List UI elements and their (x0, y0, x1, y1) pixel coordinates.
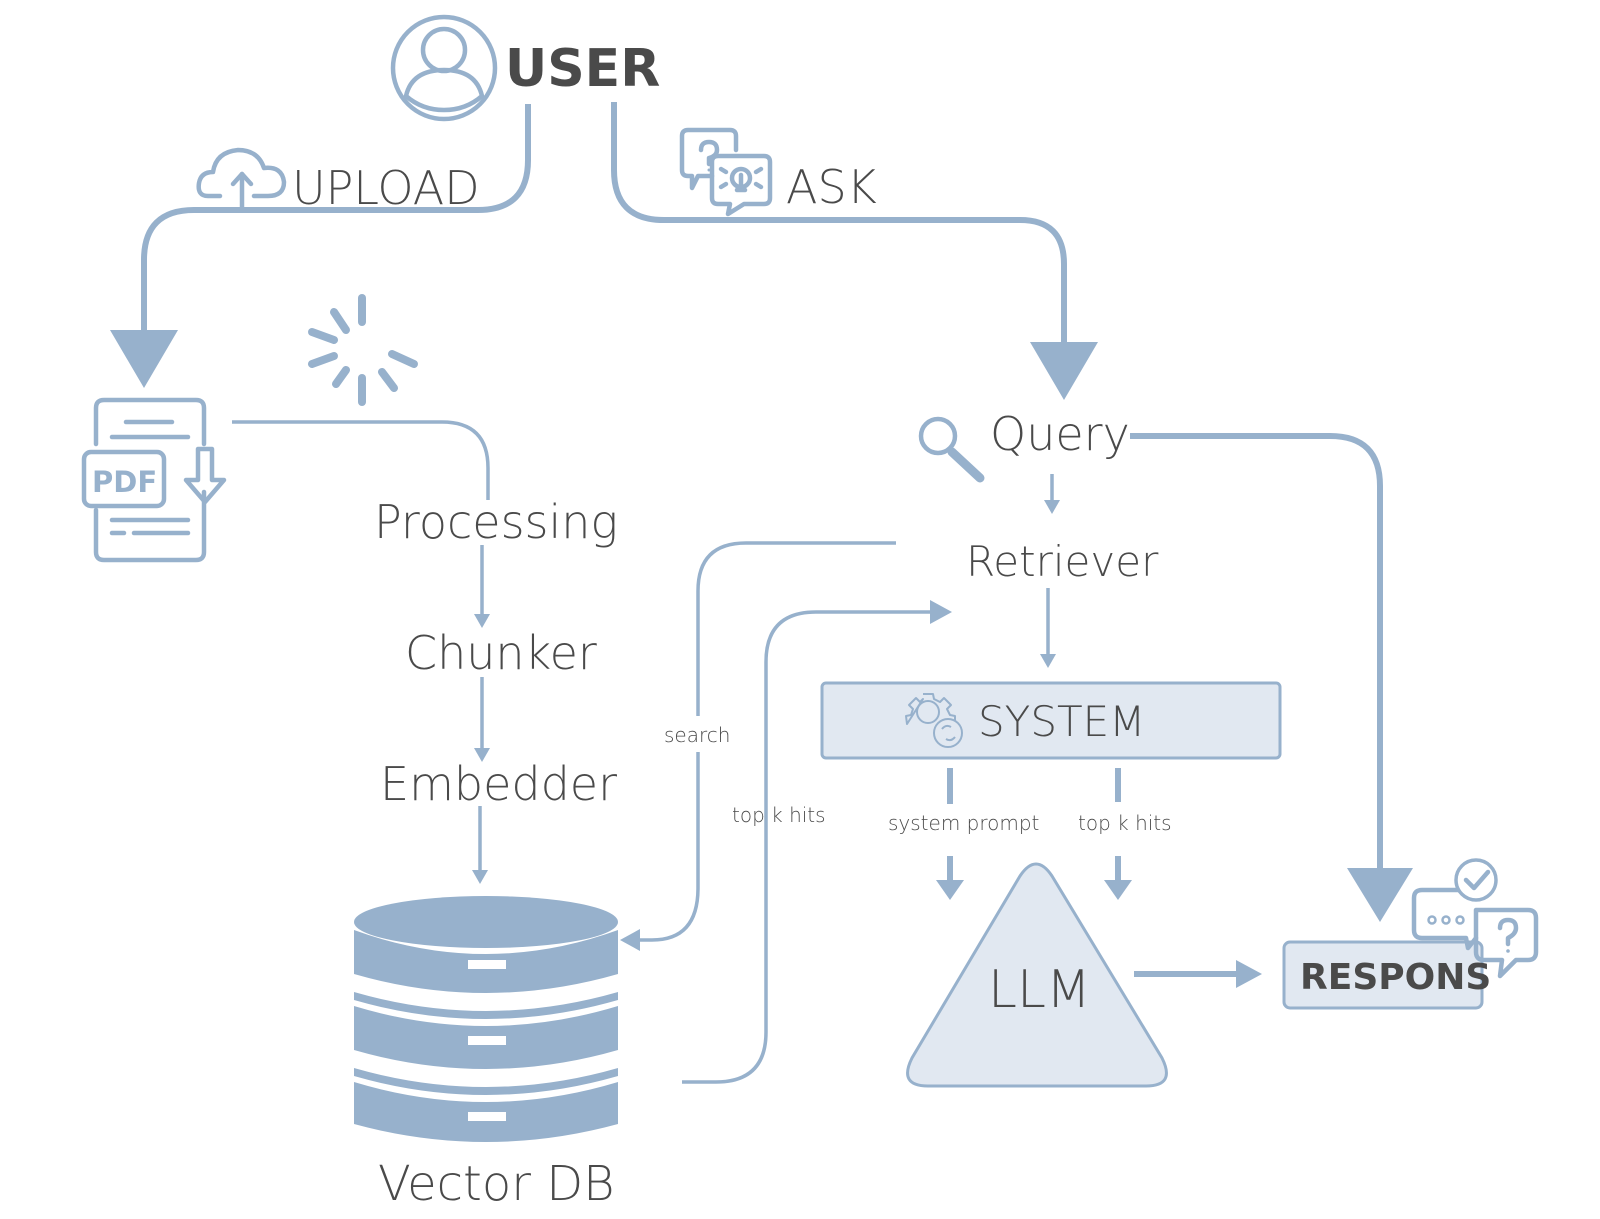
user-label: USER (505, 39, 660, 99)
search-edge (620, 541, 896, 951)
embedder-to-db-edge (472, 806, 488, 884)
upload-label: UPLOAD (292, 161, 480, 215)
pdf-to-processing-edge (232, 420, 490, 500)
system-prompt-edge (936, 768, 964, 900)
top-k-hits-db-edge (682, 600, 952, 1084)
system-node: SYSTEM (820, 681, 1282, 760)
llm-node: LLM (906, 862, 1168, 1088)
processing-label: Processing (374, 495, 618, 549)
llm-label: LLM (988, 960, 1091, 1020)
query-to-response-edge (1130, 433, 1413, 922)
vector-db-label: Vector DB (378, 1156, 615, 1212)
retriever-label: Retriever (966, 537, 1159, 586)
magnifier-icon (918, 416, 985, 483)
gears-icon (905, 693, 963, 748)
chunker-label: Chunker (405, 626, 597, 680)
upload-edge (110, 104, 531, 388)
ask-arrowhead (1030, 342, 1098, 400)
database-icon (354, 896, 618, 1142)
llm-to-response-edge (1134, 960, 1262, 988)
upload-arrowhead (110, 330, 178, 388)
system-prompt-label: system prompt (888, 811, 1039, 835)
response-node: RESPONS (1282, 858, 1539, 1010)
query-label: Query (990, 407, 1130, 461)
user-circle-icon (390, 14, 498, 122)
cloud-upload-icon (196, 147, 287, 213)
top-k-hits-system-edge (1104, 768, 1132, 900)
question-idea-bubbles-icon (679, 127, 773, 217)
processing-to-chunker-edge (474, 545, 490, 628)
search-edge-label: search (664, 723, 730, 747)
response-label: RESPONS (1300, 957, 1491, 998)
query-to-retriever-edge (1044, 474, 1060, 514)
chat-bubbles-icon (1411, 858, 1539, 979)
pdf-label: PDF (92, 465, 157, 499)
loading-spinner-icon (308, 294, 418, 406)
embedder-label: Embedder (380, 757, 617, 811)
chunker-to-embedder-edge (474, 677, 490, 762)
top-k-hits-system-label: top k hits (1078, 811, 1172, 835)
retriever-to-system-edge (1040, 588, 1056, 668)
ask-label: ASK (786, 160, 877, 214)
system-label: SYSTEM (978, 697, 1145, 746)
user-node: USER (390, 14, 660, 122)
top-k-hits-db-label: top k hits (732, 803, 826, 827)
pdf-document-icon: PDF (81, 397, 227, 563)
ask-edge (611, 102, 1098, 400)
